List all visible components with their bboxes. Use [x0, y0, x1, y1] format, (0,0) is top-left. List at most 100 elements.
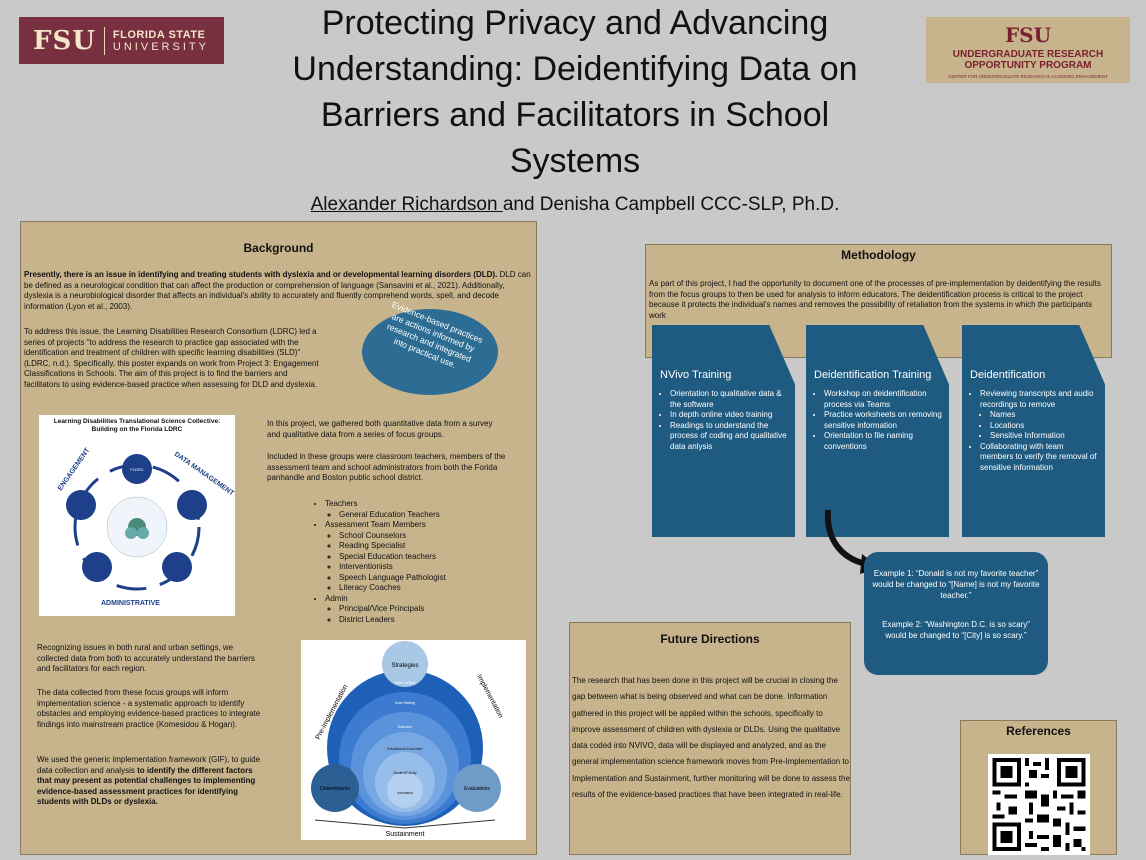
step-item: Readings to understand the process of co… — [670, 421, 789, 453]
step-nvivo-title: NVivo Training — [660, 369, 732, 381]
background-p2: To address this issue, the Learning Disa… — [24, 327, 319, 389]
ldrc-administrative-label: ADMINISTRATIVE — [101, 600, 160, 607]
fsu-logo-line1: FLORIDA STATE — [112, 28, 206, 41]
author-rest: and Denisha Campbell CCC-SLP, Ph.D. — [502, 194, 840, 215]
authors: Alexander Richardson and Denisha Campbel… — [240, 194, 910, 216]
ldrc-cycle-diagram: FLDRC ENGAGEMENT DATA MANAGEMENT ADMINIS… — [57, 446, 235, 607]
urop-logo-mark: FSU — [1004, 23, 1052, 47]
group-item: District Leaders — [339, 615, 511, 626]
step-deid-title: Deidentification — [970, 369, 1046, 381]
example-1: Example 1: “Donald is not my favorite te… — [872, 569, 1040, 600]
group-item: Special Education teachers — [339, 552, 511, 563]
gif-diagram: Strategies Determinants Evaluations Sust… — [311, 641, 504, 838]
gif-layer-label: Educator — [398, 725, 413, 729]
gif-sustainment-label: Sustainment — [386, 831, 425, 838]
fsu-logo-line2: UNIVERSITY — [112, 40, 209, 53]
group-teachers: Teachers General Education Teachers — [325, 499, 511, 520]
step-item: Reviewing transcripts and audio recordin… — [980, 389, 1099, 442]
references-heading: References — [1006, 724, 1071, 738]
step-item-text: Reviewing transcripts and audio recordin… — [980, 389, 1094, 409]
group-admin: Admin Principal/Vice Principals District… — [325, 594, 511, 626]
group-assessment: Assessment Team Members School Counselor… — [325, 520, 511, 594]
background-p7: We used the generic implementation frame… — [37, 755, 262, 808]
urop-logo-line2: OPPORTUNITY PROGRAM — [964, 60, 1092, 71]
background-p1: Presently, there is an issue in identify… — [24, 270, 532, 312]
examples-box: Example 1: “Donald is not my favorite te… — [864, 552, 1048, 675]
future-heading: Future Directions — [660, 632, 760, 646]
title-line-1: Protecting Privacy and Advancing — [321, 4, 829, 42]
group-item: Literacy Coaches — [339, 583, 511, 594]
step-deid-training-title: Deidentification Training — [814, 369, 932, 381]
urop-logo-line3: CENTER FOR UNDERGRADUATE RESEARCH & ACAD… — [948, 74, 1108, 79]
ldrc-figure: Learning Disabilities Translational Scie… — [39, 415, 235, 616]
group-item: General Education Teachers — [339, 510, 511, 521]
step-subitem: Locations — [990, 421, 1093, 432]
author-primary[interactable]: Alexander Richardson — [310, 194, 503, 215]
group-item: School Counselors — [339, 531, 511, 542]
background-panel: Background Presently, there is an issue … — [20, 221, 537, 855]
step-item: Orientation to qualitative data & the so… — [670, 389, 789, 410]
step-item: In depth online video training — [670, 410, 789, 421]
gif-layer-label: Student/Family — [393, 771, 417, 775]
background-p7-bold: to identify the different factors that m… — [37, 765, 256, 807]
step-deidentification: Deidentification Reviewing transcripts a… — [962, 325, 1105, 537]
step-nvivo-training: NVivo Training Orientation to qualitativ… — [652, 325, 795, 537]
background-p1-bold: Presently, there is an issue in identify… — [24, 270, 498, 279]
group-item: Reading Specialist — [339, 541, 511, 552]
background-p7-plain: We used the generic implementation frame… — [37, 755, 261, 775]
background-heading: Background — [243, 241, 314, 255]
qr-code-icon — [988, 754, 1090, 855]
step-item: Workshop on deidentification process via… — [824, 389, 943, 410]
fsu-logo: FSU FLORIDA STATE UNIVERSITY — [19, 17, 224, 64]
future-directions-panel: Future Directions The research that has … — [569, 622, 851, 855]
step-subitem: Sensitive Information — [990, 431, 1093, 442]
ldrc-figure-title-2: Building on the Florida LDRC — [91, 426, 183, 433]
gif-layer-label: Educational Encounter — [387, 747, 423, 751]
gif-layer-label: Outer Setting — [395, 681, 416, 685]
ldrc-center-node: FLDRC — [130, 467, 143, 472]
background-p5: Recognizing issues in both rural and urb… — [37, 643, 255, 673]
group-item: Principal/Vice Principals — [339, 604, 511, 615]
participant-groups: Teachers General Education Teachers Asse… — [311, 499, 511, 625]
urop-logo-line1: UNDERGRADUATE RESEARCH — [952, 49, 1104, 60]
fsu-logo-mark: FSU — [33, 25, 96, 56]
poster-title: Protecting Privacy and Advancing Underst… — [230, 0, 920, 184]
evidence-callout — [362, 309, 498, 395]
references-qr-code[interactable] — [988, 754, 1090, 855]
group-item: Speech Language Pathologist — [339, 573, 511, 584]
fsu-logo-text: FLORIDA STATE UNIVERSITY — [113, 29, 209, 53]
fsu-logo-divider — [103, 26, 105, 55]
methodology-text: As part of this project, I had the oppor… — [649, 279, 1101, 320]
ldrc-data-management-label: DATA MANAGEMENT — [173, 451, 235, 498]
group-teachers-label: Teachers — [325, 499, 358, 508]
gif-layer-label: Inner Setting — [395, 701, 415, 705]
ldrc-engagement-label: ENGAGEMENT — [57, 446, 92, 492]
group-admin-label: Admin — [325, 593, 348, 603]
background-p1-rest: DLD can be defined as a neurological con… — [24, 270, 531, 311]
gif-framework-figure: Strategies Determinants Evaluations Sust… — [301, 640, 526, 840]
gif-strategies-label: Strategies — [391, 663, 418, 669]
future-text: The research that has been done in this … — [572, 676, 850, 800]
group-item: Interventionists — [339, 562, 511, 573]
step-subitem: Names — [990, 410, 1093, 421]
title-line-4: Systems — [509, 142, 641, 180]
background-p3: In this project, we gathered both quanti… — [267, 419, 493, 439]
group-assessment-label: Assessment Team Members — [325, 520, 426, 529]
background-p6: The data collected from these focus grou… — [37, 688, 261, 729]
gif-evaluations-label: Evaluations — [464, 786, 490, 792]
step-item: Orientation to file naming conventions — [824, 431, 943, 452]
background-p4: Included in these groups were classroom … — [267, 452, 506, 482]
step-deidentification-training: Deidentification Training Workshop on de… — [806, 325, 949, 537]
example-2: Example 2: “Washington D.C. is so scary”… — [882, 620, 1030, 640]
step-item: Collaborating with team members to verif… — [980, 442, 1099, 474]
title-line-2: Understanding: Deidentifying Data on — [292, 50, 858, 88]
gif-impl-label: Implementation — [475, 674, 504, 720]
ldrc-figure-title-1: Learning Disabilities Translational Scie… — [53, 418, 221, 425]
ldrc-figure-title: Learning Disabilities Translational Scie… — [39, 418, 235, 434]
methodology-heading: Methodology — [841, 248, 916, 262]
title-line-3: Barriers and Facilitators in School — [320, 96, 830, 134]
gif-layer-label: Innovation — [397, 791, 413, 795]
gif-determinants-label: Determinants — [320, 786, 350, 792]
urop-logo: FSU UNDERGRADUATE RESEARCH OPPORTUNITY P… — [926, 17, 1130, 83]
step-item: Practice worksheets on removing sensitiv… — [824, 410, 943, 431]
